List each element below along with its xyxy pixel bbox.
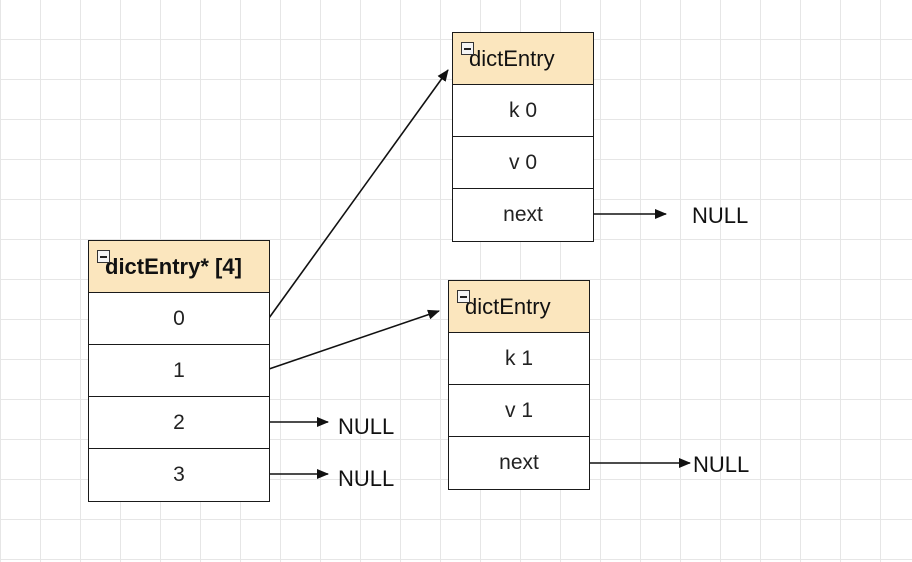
array-slot-3[interactable]: 3 [173, 463, 185, 486]
collapse-icon[interactable] [97, 250, 110, 263]
entry0-header: dictEntry [453, 33, 593, 85]
collapse-icon[interactable] [457, 290, 470, 303]
slot1-to-entry1-arrow [268, 309, 440, 370]
array-slot-2[interactable]: 2 [89, 397, 269, 449]
entry0-next[interactable]: next [503, 203, 543, 226]
entry0-next-null-label: NULL [692, 203, 749, 228]
entry0-value[interactable]: v 0 [453, 137, 593, 189]
entry0-title: dictEntry [469, 45, 555, 71]
slot2-null-label: NULL [338, 414, 395, 439]
dict-entry-0-table[interactable]: dictEntry k 0 v 0 next [452, 32, 594, 242]
dict-entry-array-table[interactable]: dictEntry* [4] 0 1 2 3 [88, 240, 270, 502]
array-slot-1[interactable]: 1 [89, 345, 269, 397]
entry1-value[interactable]: v 1 [449, 385, 589, 437]
slot3-null-label: NULL [338, 466, 395, 491]
entry0-key[interactable]: k 0 [453, 85, 593, 137]
entry1-header: dictEntry [449, 281, 589, 333]
slot0-to-entry0-arrow [268, 69, 449, 319]
array-slot-0[interactable]: 0 [89, 293, 269, 345]
dict-entry-1-table[interactable]: dictEntry k 1 v 1 next [448, 280, 590, 490]
collapse-icon[interactable] [461, 42, 474, 55]
array-table-header: dictEntry* [4] [89, 241, 269, 293]
entry1-next-null-label: NULL [693, 452, 750, 477]
entry1-key[interactable]: k 1 [449, 333, 589, 385]
array-table-title: dictEntry* [4] [105, 253, 242, 279]
entry1-title: dictEntry [465, 293, 551, 319]
entry1-next[interactable]: next [499, 451, 539, 474]
